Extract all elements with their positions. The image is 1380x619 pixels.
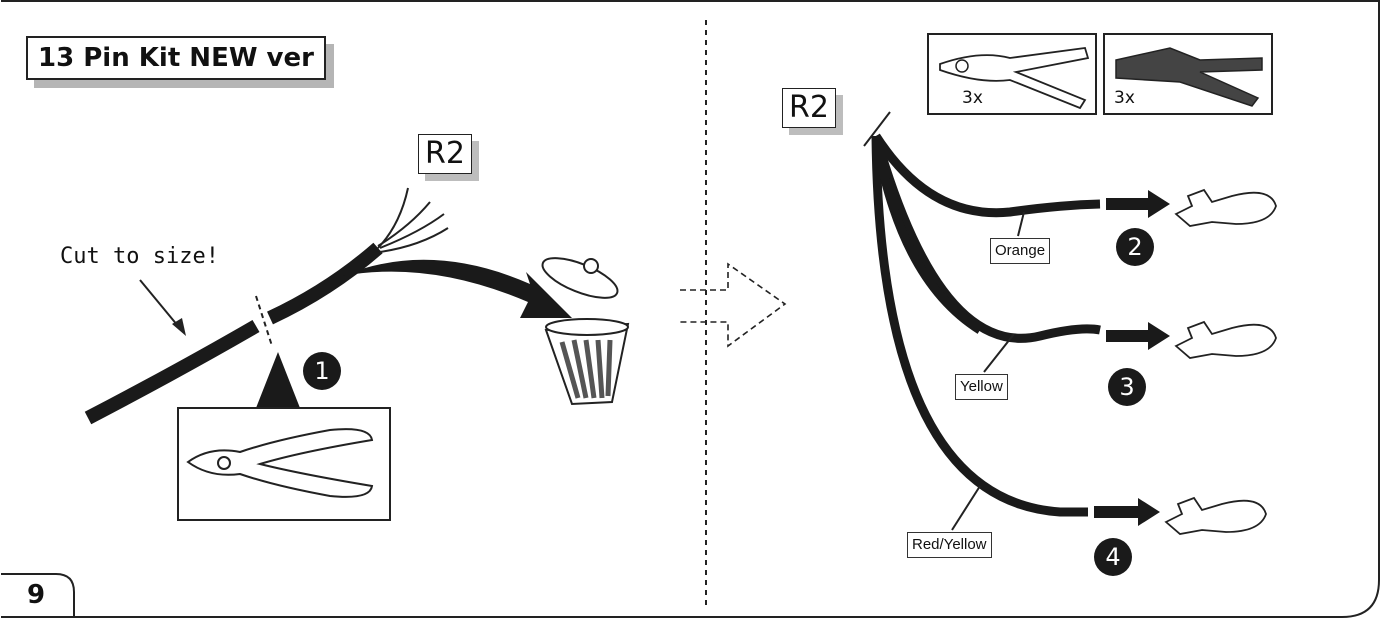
step-box-border <box>1 573 75 618</box>
cut-pointer-arrow <box>139 279 186 336</box>
cutter-pointer <box>256 352 300 408</box>
wire-color-label-orange: Orange <box>990 238 1051 264</box>
tool-quantity-crimper: 3x <box>1114 88 1135 108</box>
step-marker-2: 2 <box>1116 228 1154 266</box>
wire-color-label-yellow: Yellow <box>955 374 1008 400</box>
crimping-pliers-icon <box>1103 33 1273 115</box>
wire-color-label-red-yellow: Red/Yellow <box>907 532 992 558</box>
step-marker-3: 3 <box>1108 368 1146 406</box>
tool-quantity-stripper: 3x <box>962 88 983 108</box>
wire-label-r2-right: R2 <box>782 88 836 128</box>
wire-arrows <box>1094 190 1170 526</box>
label-leaders <box>951 211 1025 531</box>
step-marker-4: 4 <box>1094 538 1132 576</box>
transition-arrow <box>680 262 787 348</box>
spade-terminal-icon <box>1164 188 1277 535</box>
kit-title: 13 Pin Kit NEW ver <box>26 36 326 80</box>
cut-instruction: Cut to size! <box>60 244 219 269</box>
discard-arrow <box>342 259 572 318</box>
wire-stripper-icon <box>927 33 1097 115</box>
diagonal-cutter-icon <box>177 407 391 521</box>
wire-harness <box>871 133 1101 517</box>
wire-label-r2: R2 <box>418 134 472 174</box>
step-marker-1: 1 <box>303 352 341 390</box>
cable-cut-section <box>84 187 449 425</box>
step-number: 9 <box>26 580 46 610</box>
cable-cut-mark <box>863 111 891 147</box>
trash-bin-icon <box>541 257 630 406</box>
